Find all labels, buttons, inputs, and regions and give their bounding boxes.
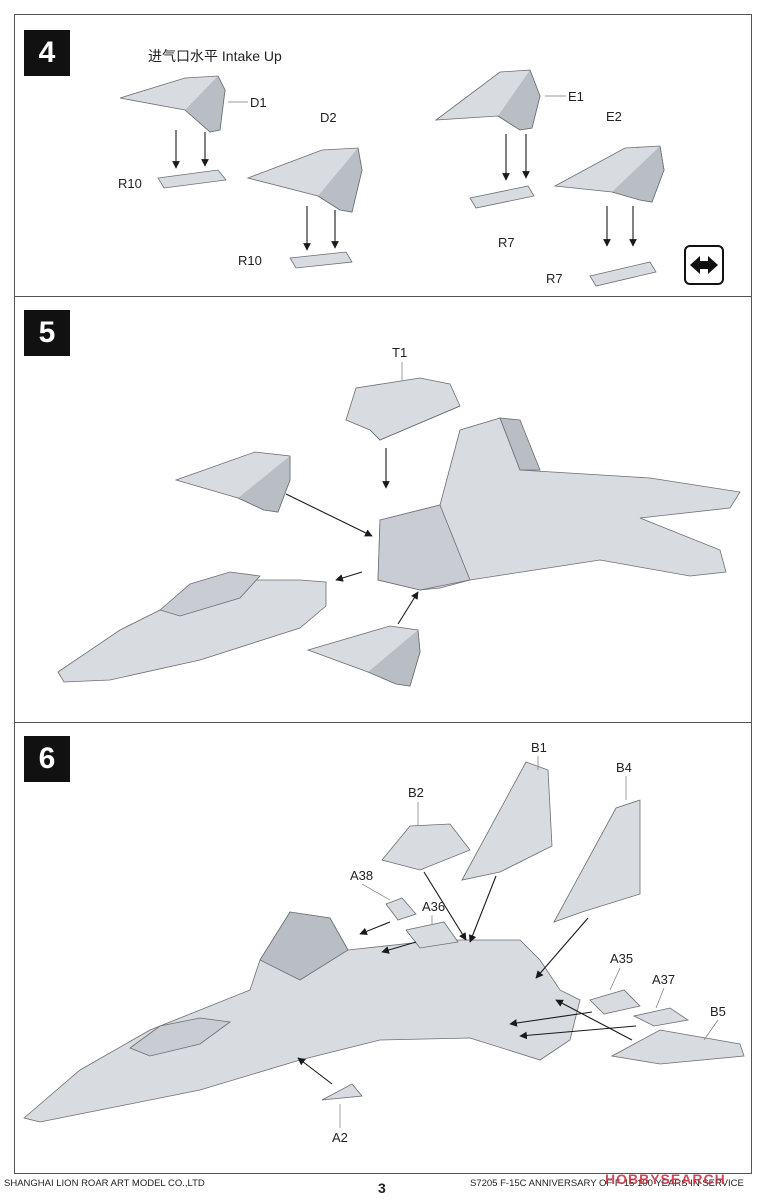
- part-label: D1: [250, 95, 267, 110]
- part-label: T1: [392, 345, 407, 360]
- watermark: HOBBYSEARCH: [605, 1171, 726, 1187]
- part-label: D2: [320, 110, 337, 125]
- intake-ramp-part: [119, 75, 226, 133]
- part-label: E1: [568, 89, 584, 104]
- assembly-arrows: [285, 448, 419, 625]
- intake-ramp-part: [434, 69, 541, 131]
- tail-surface-part: [381, 823, 745, 1065]
- part-label: A36: [422, 899, 445, 914]
- step-number-badge: 5: [24, 310, 70, 356]
- page-number: 3: [378, 1180, 386, 1196]
- part-label: E2: [606, 109, 622, 124]
- part-label: R7: [546, 271, 563, 286]
- part-label: B4: [616, 760, 632, 775]
- intake-ramp-part: [553, 145, 665, 203]
- main-fuselage-wing-part: [377, 417, 741, 591]
- footer-company: SHANGHAI LION ROAR ART MODEL CO.,LTD: [4, 1178, 205, 1189]
- footer-product: S7205 F-15C ANNIVERSARY OF F-15 100 YEAR…: [470, 1178, 744, 1189]
- vertical-tail-part: [461, 761, 641, 923]
- intake-base-plate: [157, 169, 657, 287]
- step-title: 进气口水平 Intake Up: [148, 48, 282, 64]
- step-number-badge: 6: [24, 736, 70, 782]
- canopy-part: [345, 377, 461, 441]
- intake-ramp-part: [246, 147, 363, 213]
- part-label: A37: [652, 972, 675, 987]
- forward-fuselage-part: [57, 571, 327, 683]
- intake-ramp-part: [174, 451, 291, 513]
- part-labels-step4: D1 D2 R10 R10 E1 E2 R7 R7: [118, 89, 622, 286]
- page-frame: [14, 14, 752, 1174]
- small-part-plates: [321, 897, 690, 1101]
- part-label: B2: [408, 785, 424, 800]
- part-label: B1: [531, 740, 547, 755]
- part-labels-step6: B1 B4 B2 A38 A36 A35 A37 B5 A2: [332, 740, 726, 1145]
- part-label: A38: [350, 868, 373, 883]
- part-label: R7: [498, 235, 515, 250]
- part-label: R10: [118, 176, 142, 191]
- intake-ramp-part: [306, 625, 421, 687]
- part-label: R10: [238, 253, 262, 268]
- aircraft-assembly: [23, 911, 581, 1123]
- assembly-arrows: [172, 130, 637, 251]
- mirror-left-right-icon: [684, 245, 724, 285]
- panel-divider-4-5: [14, 296, 752, 297]
- part-label: B5: [710, 1004, 726, 1019]
- panel-divider-5-6: [14, 722, 752, 723]
- part-label: A35: [610, 951, 633, 966]
- assembly-arrows: [297, 871, 637, 1085]
- step-number-badge: 4: [24, 30, 70, 76]
- part-label: A2: [332, 1130, 348, 1145]
